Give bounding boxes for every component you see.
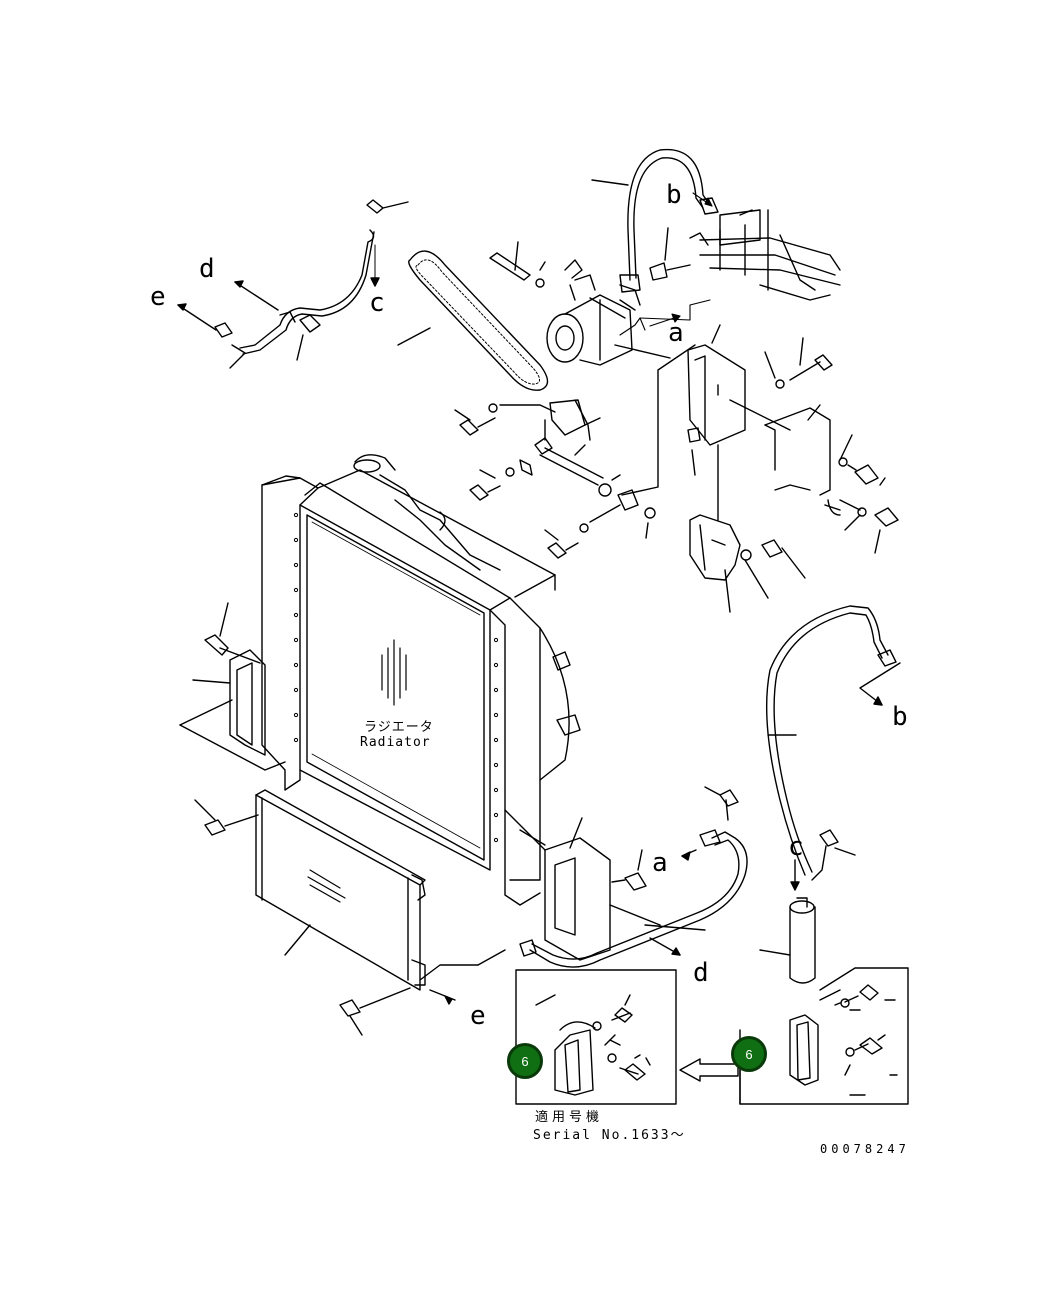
receiver-dryer <box>759 829 856 984</box>
connection-label-e: e <box>470 1001 486 1031</box>
compressor-bracket <box>687 324 899 613</box>
drive-belt <box>397 250 549 391</box>
connection-label-a: a <box>668 318 684 348</box>
connection-label-b: b <box>666 180 682 210</box>
connection-label-c: c <box>369 288 385 318</box>
condenser <box>194 789 506 1036</box>
evaporator-pipes <box>689 209 841 301</box>
mounting-hardware <box>454 344 696 559</box>
drawing-number: 00078247 <box>820 1142 910 1156</box>
connection-label-d: d <box>199 254 215 284</box>
radiator-label-en: Radiator <box>360 735 431 750</box>
applicability-label: 適用号機 <box>535 1110 604 1125</box>
part-callout-6[interactable]: 6 <box>507 1043 543 1079</box>
connection-label-b: b <box>892 702 908 732</box>
pipe-dryer-evaporator <box>765 605 901 876</box>
connection-label-c: c <box>788 832 804 862</box>
connection-label-d: d <box>693 958 709 988</box>
detail-box-right <box>739 967 909 1105</box>
connection-label-e: e <box>150 282 166 312</box>
side-seal-plate-left <box>179 602 286 771</box>
serial-number-range: Serial No.1633～ <box>533 1128 686 1143</box>
radiator-label-jp: ラジエータ <box>364 720 434 735</box>
compressor <box>489 241 671 366</box>
radiator-assembly <box>261 454 581 906</box>
hose-upper-left <box>177 199 409 369</box>
side-seal-plate-right <box>504 809 661 961</box>
leader-lines <box>617 192 713 971</box>
hose-condenser <box>519 786 748 968</box>
connection-label-a: a <box>652 848 668 878</box>
detail-box-left <box>515 969 677 1105</box>
part-callout-6[interactable]: 6 <box>731 1036 767 1072</box>
hollow-arrow-icon <box>679 1058 739 1082</box>
hose-compressor-top <box>591 148 719 293</box>
